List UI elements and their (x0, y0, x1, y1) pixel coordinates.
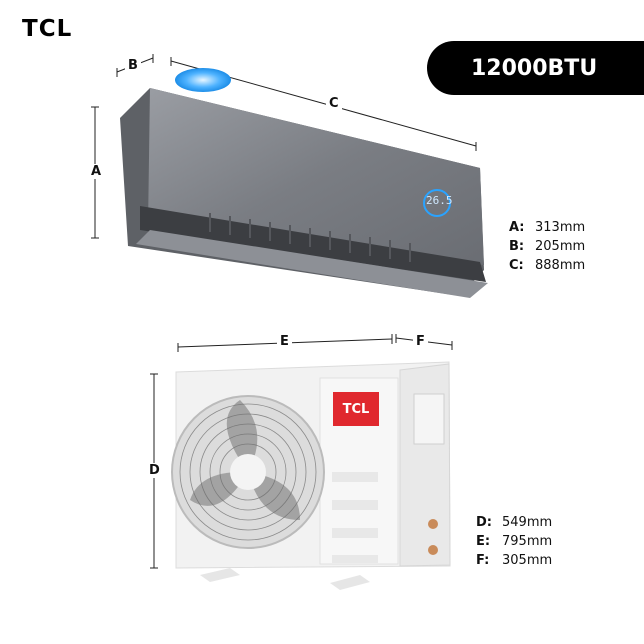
spec-key: C: (509, 258, 524, 273)
spec-row-d: D: 549mm (476, 513, 552, 532)
spec-value: 313mm (535, 220, 586, 235)
dimension-label-a: A (88, 164, 105, 179)
dimension-label-e: E (277, 334, 292, 349)
outdoor-unit-logo: TCL (333, 392, 379, 426)
spec-key: D: (476, 515, 492, 530)
copper-valve-top (428, 519, 438, 529)
indoor-specs-list: A: 313mm B: 205mm C: 888mm (509, 218, 585, 275)
brand-logo: TCL (22, 16, 73, 42)
spec-value: 795mm (502, 534, 553, 549)
spec-row-c: C: 888mm (509, 256, 585, 275)
temperature-display: 26.5 (426, 194, 453, 207)
dimension-label-b: B (125, 58, 141, 73)
spec-row-a: A: 313mm (509, 218, 585, 237)
display-ring (423, 189, 451, 217)
spec-key: A: (509, 220, 525, 235)
spec-key: E: (476, 534, 491, 549)
air-purifier-glow (175, 68, 231, 92)
spec-key: F: (476, 553, 490, 568)
capacity-label: 12000BTU (471, 55, 598, 81)
spec-row-e: E: 795mm (476, 532, 552, 551)
spec-row-f: F: 305mm (476, 551, 552, 570)
spec-value: 888mm (535, 258, 586, 273)
outdoor-specs-list: D: 549mm E: 795mm F: 305mm (476, 513, 552, 570)
capacity-badge: 12000BTU (427, 41, 644, 95)
outdoor-unit (171, 361, 451, 590)
dimension-label-c: C (326, 96, 342, 111)
dimension-label-f: F (413, 334, 428, 349)
spec-row-b: B: 205mm (509, 237, 585, 256)
spec-value: 549mm (502, 515, 553, 530)
spec-value: 205mm (535, 239, 586, 254)
copper-valve-bottom (428, 545, 438, 555)
spec-value: 305mm (502, 553, 553, 568)
indoor-unit (120, 68, 488, 298)
dimension-label-d: D (146, 463, 163, 478)
spec-key: B: (509, 239, 525, 254)
